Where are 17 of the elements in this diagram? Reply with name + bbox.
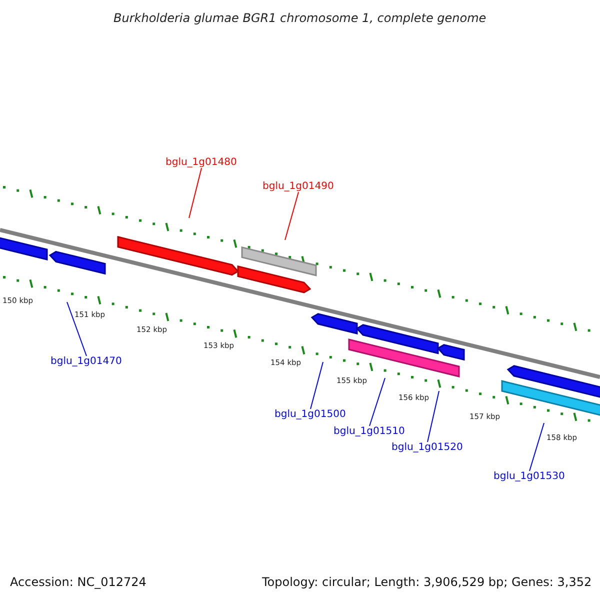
gene-label: bglu_1g01510 — [334, 426, 405, 436]
gene-label: bglu_1g01520 — [392, 442, 463, 452]
footer-text: Accession: NC_012724 — [10, 575, 146, 589]
leader-line — [369, 378, 386, 426]
gene-label: bglu_1g01500 — [274, 408, 346, 420]
leader-line — [427, 390, 440, 442]
leader-line — [529, 422, 544, 472]
leader-line — [66, 302, 87, 356]
leader-line — [188, 168, 202, 218]
leader-line — [284, 192, 299, 240]
footer-text: Topology: circular; Length: 3,906,529 bp; Genes: 3,352 — [262, 575, 592, 589]
gene-label: bglu_1g01480 — [166, 156, 237, 168]
gene-label: bglu_1g01530 — [494, 470, 565, 482]
diagram-title: Burkholderia glumae BGR1 chromosome 1, complete genome — [114, 11, 486, 25]
gene-label: bglu_1g01470 — [50, 356, 122, 366]
gene-label: bglu_1g01490 — [262, 180, 334, 192]
leader-line — [310, 362, 324, 410]
